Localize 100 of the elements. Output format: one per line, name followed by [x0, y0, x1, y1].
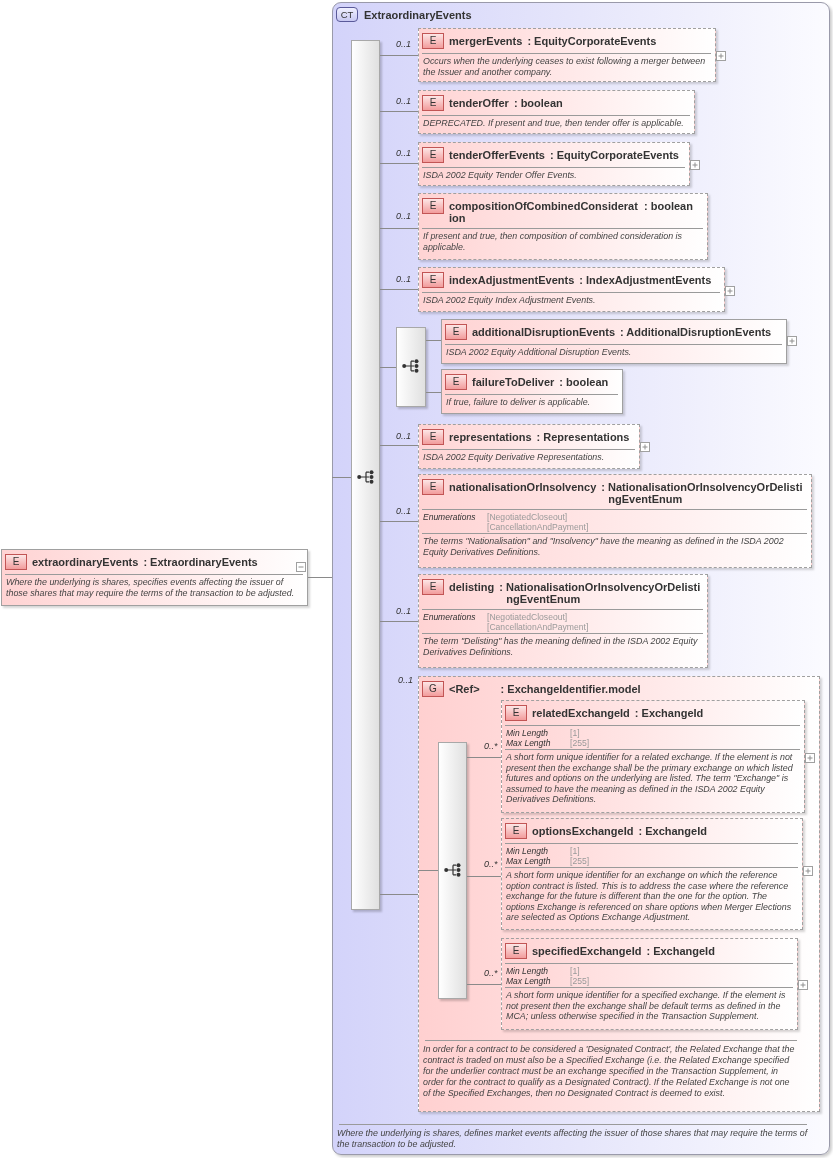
connector-line [379, 55, 419, 56]
element-box [1, 549, 308, 606]
element-tag: E [445, 324, 467, 340]
facet-label: Enumerations [423, 512, 477, 522]
type-description: Where the underlying is shares, defines market events affecting the issuer of those shares that may require the terms of the transaction to be adjusted. [336, 1127, 809, 1151]
connector-line [379, 621, 419, 622]
connector-line [379, 228, 419, 229]
element-box [501, 938, 798, 1030]
element-tag: E [422, 429, 444, 445]
element-box [418, 90, 695, 134]
element-tag: E [422, 33, 444, 49]
element-name: tenderOffer [449, 97, 509, 109]
facet-label: Enumerations [423, 612, 477, 622]
element-tag: E [422, 479, 444, 495]
compositor-bar [396, 327, 426, 407]
element-name: failureToDeliver [472, 376, 555, 388]
group-tag: G [422, 681, 444, 697]
element-type: : ExtraordinaryEvents [143, 556, 258, 568]
element-description: DEPRECATED. If present and true, then tender offer is applicable. [422, 117, 685, 130]
occurrence-label: 0..1 [396, 39, 411, 49]
occurrence-label: 0..1 [396, 606, 411, 616]
connector-line [379, 894, 419, 895]
facet-label: Max Length [506, 856, 552, 866]
element-tag: E [505, 823, 527, 839]
facet-value: [NegotiatedCloseout] [487, 612, 569, 622]
connector-line [379, 445, 419, 446]
connector-line [466, 757, 502, 758]
compositor-bar [351, 40, 380, 910]
element-type: : ExchangeId [634, 707, 704, 719]
element-type: : EquityCorporateEvents [550, 149, 679, 161]
connector-line [425, 340, 442, 341]
element-description: ISDA 2002 Equity Derivative Representations. [422, 451, 606, 464]
element-box [501, 818, 803, 930]
element-name: optionsExchangeId [532, 825, 634, 837]
element-type: : IndexAdjustmentEvents [579, 274, 712, 286]
element-box [418, 474, 812, 568]
facet-label: Min Length [506, 728, 550, 738]
element-type: : boolean [559, 376, 609, 388]
element-name: representations [449, 431, 532, 443]
connector-line [425, 392, 442, 393]
connector-line [417, 870, 439, 871]
occurrence-label: 0..1 [396, 431, 411, 441]
element-box [441, 369, 623, 414]
element-name: nationalisationOrInsolvency [449, 481, 597, 493]
connector-line [466, 876, 502, 877]
element-box [501, 700, 805, 813]
element-name: relatedExchangeId [532, 707, 630, 719]
element-box [418, 574, 708, 668]
element-type: : NationalisationOrInsolvencyOrDelistingEventEnum [601, 481, 804, 505]
element-description: The terms "Nationalisation" and "Insolvency" have the meaning as defined in the ISDA 2002 Equity Derivatives Definitions. [422, 535, 785, 559]
occurrence-label: 0..1 [398, 675, 413, 685]
element-name: compositionOfCombinedConsideration [449, 200, 639, 224]
element-type: : boolean [644, 200, 693, 212]
element-type: : ExchangeId [646, 945, 715, 957]
facet-label: Min Length [506, 846, 550, 856]
facet-value: [CancellationAndPayment] [487, 622, 589, 632]
connector-line [379, 163, 419, 164]
element-box [418, 424, 640, 469]
group-description: In order for a contract to be considered a 'Designated Contract', the Related Exchange that the contract is traded on must also be a Specified Exchange (i.e. the Related Exchange specified for the underlier contract must be an exchange specified in the Transaction Supplement, in order for the contract to qualify as a Designated Contract). If the Related Exchange is not one of the Specified Exchanges, then no Designated Contract is deemed to exist. [422, 1043, 796, 1100]
facet-value: [255] [570, 856, 590, 866]
occurrence-label: 0..1 [396, 211, 411, 221]
element-tag: E [505, 943, 527, 959]
element-name: specifiedExchangeId [532, 945, 642, 957]
connector-line [331, 477, 352, 478]
element-type: : EquityCorporateEvents [527, 35, 657, 47]
facet-value: [NegotiatedCloseout] [487, 512, 569, 522]
element-tag: E [422, 198, 444, 214]
element-name: delisting [449, 581, 495, 593]
connector-line [379, 367, 397, 368]
facet-value: [1] [570, 966, 581, 976]
element-description: Where the underlying is shares, specifies events affecting the issuer of those shares that may require the terms of the transaction to be adjusted. [5, 576, 296, 600]
group-box [418, 676, 820, 1112]
facet-label: Max Length [506, 738, 552, 748]
occurrence-label: 0..1 [396, 506, 411, 516]
connector-line [466, 984, 502, 985]
element-type: : Representations [536, 431, 630, 443]
element-description: A short form unique identifier for an exchange on which the reference option contract is listed. This is to address the case where the reference exchange for the future is different than the one for the option. The options Exchange is referenced on share options when Merger Elections are selected as Options Exchange Adjustment. [505, 869, 793, 924]
element-type: : NationalisationOrInsolvencyOrDelistingEventEnum [499, 581, 702, 605]
element-type: : boolean [513, 97, 563, 109]
element-description: ISDA 2002 Equity Tender Offer Events. [422, 169, 578, 182]
compositor-bar [438, 742, 467, 999]
facet-value: [255] [570, 738, 590, 748]
connector-line [379, 521, 419, 522]
occurrence-label: 0..1 [396, 96, 411, 106]
group-type: : ExchangeIdentifier.model [500, 683, 641, 695]
element-name: tenderOfferEvents [449, 149, 545, 161]
element-tag: E [5, 554, 27, 570]
connector-line [307, 577, 333, 578]
element-box [418, 267, 725, 312]
facet-value: [CancellationAndPayment] [487, 522, 589, 532]
element-name: indexAdjustmentEvents [449, 274, 575, 286]
element-box [418, 142, 690, 186]
facet-value: [1] [570, 846, 581, 856]
element-type: : AdditionalDisruptionEvents [620, 326, 772, 338]
facet-label: Min Length [506, 966, 550, 976]
complex-type-tag: CT [336, 7, 358, 22]
ref-label: <Ref> [449, 683, 480, 695]
element-description: A short form unique identifier for a specified exchange. If the element is not present then the exchange shall be default terms as defined in the MCA; unless otherwise specified in the Transaction Supplement. [505, 989, 787, 1023]
element-tag: E [422, 147, 444, 163]
element-box [441, 319, 787, 364]
